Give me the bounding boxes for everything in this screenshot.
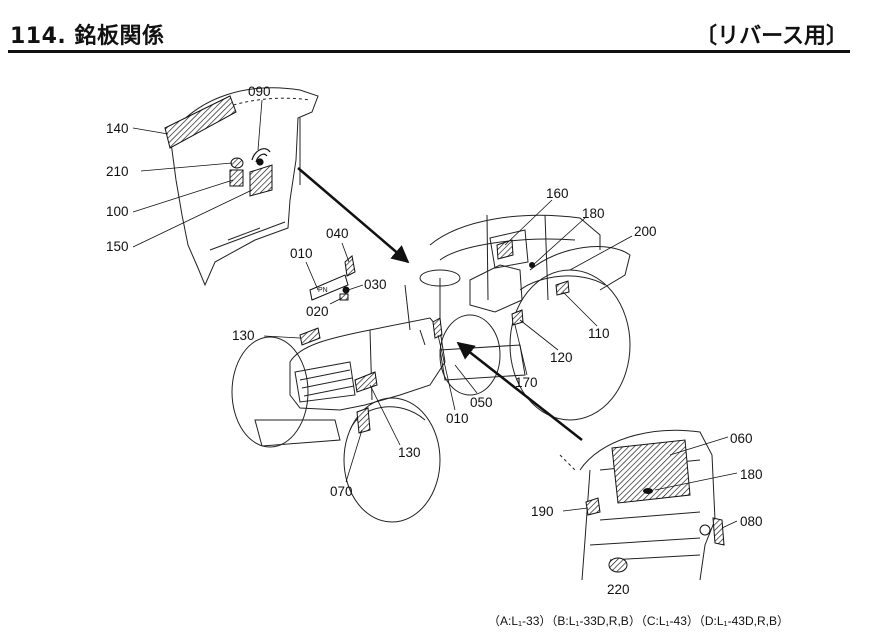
callout-180a: 180 [582, 206, 605, 221]
decal-120 [511, 309, 524, 326]
decal-110 [555, 280, 570, 296]
callout-040: 040 [326, 226, 349, 241]
callout-120: 120 [550, 350, 573, 365]
decal-150 [249, 164, 273, 197]
callout-110: 110 [588, 326, 610, 341]
page-header: 114. 銘板関係 〔リバース用〕 [0, 0, 870, 55]
decal-190 [585, 497, 601, 516]
callout-100: 100 [106, 204, 129, 219]
callout-140: 140 [106, 121, 129, 136]
leader-lines-main [263, 199, 738, 529]
callout-150: 150 [106, 239, 129, 254]
decal-080 [712, 517, 725, 546]
plate-group: PN [309, 255, 356, 301]
callout-090: 090 [248, 84, 271, 99]
arrow-rear [456, 341, 583, 441]
decal-180a [529, 262, 535, 268]
decal-100 [229, 169, 244, 187]
decal-140 [164, 95, 237, 149]
callout-010b: 010 [446, 411, 469, 426]
decal-160 [496, 239, 514, 260]
callout-070: 070 [330, 484, 353, 499]
decal-090 [251, 148, 271, 166]
svg-text:PN: PN [318, 287, 328, 294]
decal-130b [354, 371, 378, 393]
arrow-fender [297, 167, 410, 264]
callout-020: 020 [306, 304, 329, 319]
callout-030: 030 [364, 277, 387, 292]
callout-190: 190 [531, 504, 554, 519]
callout-130b: 130 [398, 445, 421, 460]
callout-080: 080 [740, 514, 763, 529]
page-title: 114. 銘板関係 [10, 24, 165, 49]
callout-210: 210 [106, 164, 129, 179]
decal-060 [611, 439, 691, 504]
callout-060: 060 [730, 431, 753, 446]
page-subtitle: 〔リバース用〕 [695, 24, 848, 49]
decal-210 [230, 157, 244, 169]
callout-130a: 130 [232, 328, 255, 343]
decal-070 [356, 407, 371, 434]
tractor-body [231, 214, 631, 523]
part-080-knob [699, 524, 711, 536]
callout-170: 170 [515, 375, 538, 390]
decal-220 [608, 557, 628, 573]
callout-200: 200 [634, 224, 657, 239]
callout-180b: 180 [740, 467, 763, 482]
decal-180b [643, 488, 653, 494]
header-rule [8, 50, 850, 53]
leader-lines-fender [132, 99, 263, 248]
callout-010a: 010 [290, 246, 313, 261]
callout-050: 050 [470, 395, 493, 410]
decal-130a [299, 327, 321, 346]
model-footnote: （A:L₁-33）（B:L₁-33D,R,B）（C:L₁-43）（D:L₁-43… [488, 614, 789, 628]
callout-160: 160 [546, 186, 569, 201]
decal-010b [432, 317, 443, 339]
callout-220: 220 [607, 582, 630, 597]
